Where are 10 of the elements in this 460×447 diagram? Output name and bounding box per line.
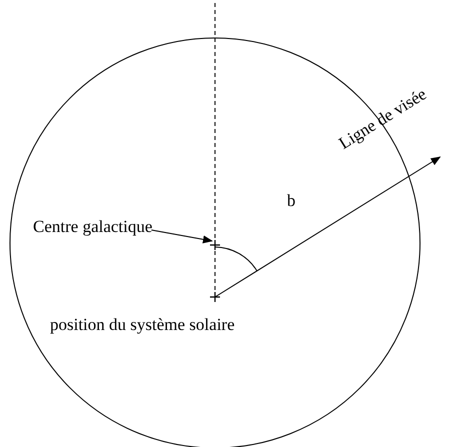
cross-mark — [209, 291, 221, 303]
edge-label: Ligne de visée — [336, 85, 430, 152]
dashed-line — [214, 244, 216, 298]
position-label: position du système solaire — [50, 316, 235, 333]
dashed-line — [214, 0, 216, 246]
text-label: Centre galactique — [33, 218, 152, 235]
angle-label: b — [287, 192, 296, 209]
arrow — [214, 156, 441, 298]
cross-mark — [209, 239, 221, 251]
leader-arrow — [150, 230, 213, 244]
